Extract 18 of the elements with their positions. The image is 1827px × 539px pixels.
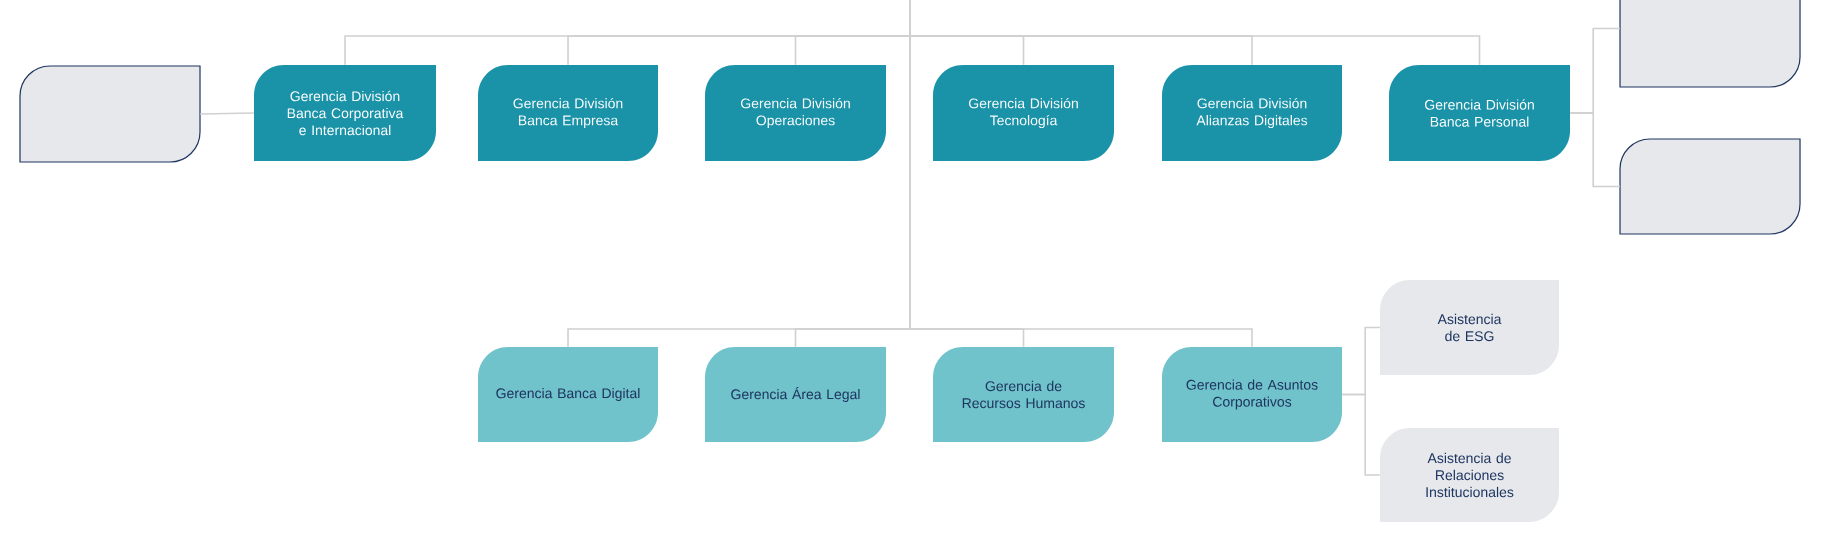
connector-line [199, 112, 255, 115]
management-box: Gerencia de Recursos Humanos [933, 347, 1114, 442]
assistant-box: Asistencia de ESG [1380, 280, 1559, 375]
company-box [1619, 0, 1801, 88]
division-box: Gerencia División Tecnología [933, 65, 1114, 161]
connector-line [1341, 393, 1381, 476]
division-box: Gerencia División Operaciones [705, 65, 886, 161]
division-box: Gerencia División Banca Corporativa e Internacional [254, 65, 436, 161]
division-box: Gerencia División Banca Empresa [478, 65, 658, 161]
management-box: Gerencia de Asuntos Corporativos [1162, 347, 1342, 442]
management-box: Gerencia Banca Digital [478, 347, 658, 442]
company-box [1619, 138, 1801, 235]
management-box: Gerencia Área Legal [705, 347, 886, 442]
connector-line [1569, 112, 1621, 188]
division-box: Gerencia División Banca Personal [1389, 65, 1570, 161]
division-box: Gerencia División Alianzas Digitales [1162, 65, 1342, 161]
company-box [19, 65, 201, 163]
assistant-box: Asistencia de Relaciones Institucionales [1380, 428, 1559, 522]
